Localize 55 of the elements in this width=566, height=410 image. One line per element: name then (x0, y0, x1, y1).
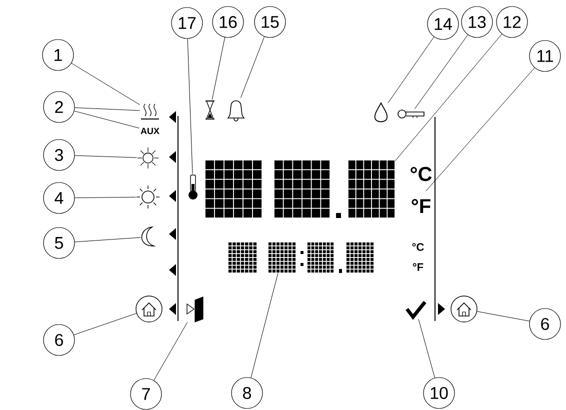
aux-label: AUX (140, 128, 160, 134)
unit-label: °F (412, 263, 424, 271)
callout-number: 1 (42, 39, 74, 71)
leader-line (74, 110, 140, 128)
key-icon (398, 110, 424, 118)
leader-line (154, 322, 188, 381)
unit-label: °F (412, 199, 430, 213)
callout-number: 15 (254, 6, 286, 38)
callout-number: 3 (43, 139, 75, 171)
leader-line (426, 68, 535, 192)
heat-waves-icon (140, 104, 160, 120)
callout-number: 4 (43, 182, 75, 214)
callout-number: 8 (231, 377, 263, 409)
leader-line (74, 107, 140, 111)
leader-line (388, 36, 434, 104)
frost-icon (137, 147, 159, 169)
home-icon (136, 296, 162, 322)
callout-number: 11 (529, 40, 561, 72)
leader-line (71, 62, 140, 106)
leader-line (212, 37, 226, 100)
callout-number: 12 (496, 6, 528, 38)
digit-matrix (348, 160, 395, 218)
callout-number: 7 (130, 378, 162, 410)
leader-line (414, 34, 468, 110)
leader-line (476, 311, 530, 322)
sun-icon (136, 185, 160, 209)
callout-number: 13 (461, 6, 493, 38)
callout-number: 16 (212, 6, 244, 38)
leader-line (250, 272, 278, 378)
unit-label: °C (410, 166, 432, 182)
leader-line (74, 237, 142, 242)
callout-number: 10 (423, 377, 455, 409)
callout-number: 5 (43, 227, 75, 259)
leader-line (187, 38, 193, 174)
digit-matrix (268, 242, 296, 273)
door-icon (186, 296, 204, 322)
callout-number: 2 (43, 91, 75, 123)
thermometer-icon (188, 174, 198, 200)
callout-number: 6 (43, 324, 75, 356)
moon-icon (141, 226, 154, 246)
callout-number: 14 (427, 8, 459, 40)
leader-line (394, 34, 502, 162)
drop-icon (374, 102, 388, 122)
checkmark-icon (406, 300, 426, 320)
unit-label: °C (412, 243, 424, 251)
leader-line (74, 155, 138, 158)
bell-icon (228, 100, 244, 122)
hourglass-icon (205, 100, 215, 120)
leader-line (74, 196, 136, 198)
home-icon (450, 296, 478, 322)
callout-number: 17 (171, 7, 203, 39)
leader-line (240, 36, 265, 98)
leader-line (74, 313, 137, 336)
leader-line (418, 318, 436, 378)
callout-number: 6 (529, 308, 561, 340)
